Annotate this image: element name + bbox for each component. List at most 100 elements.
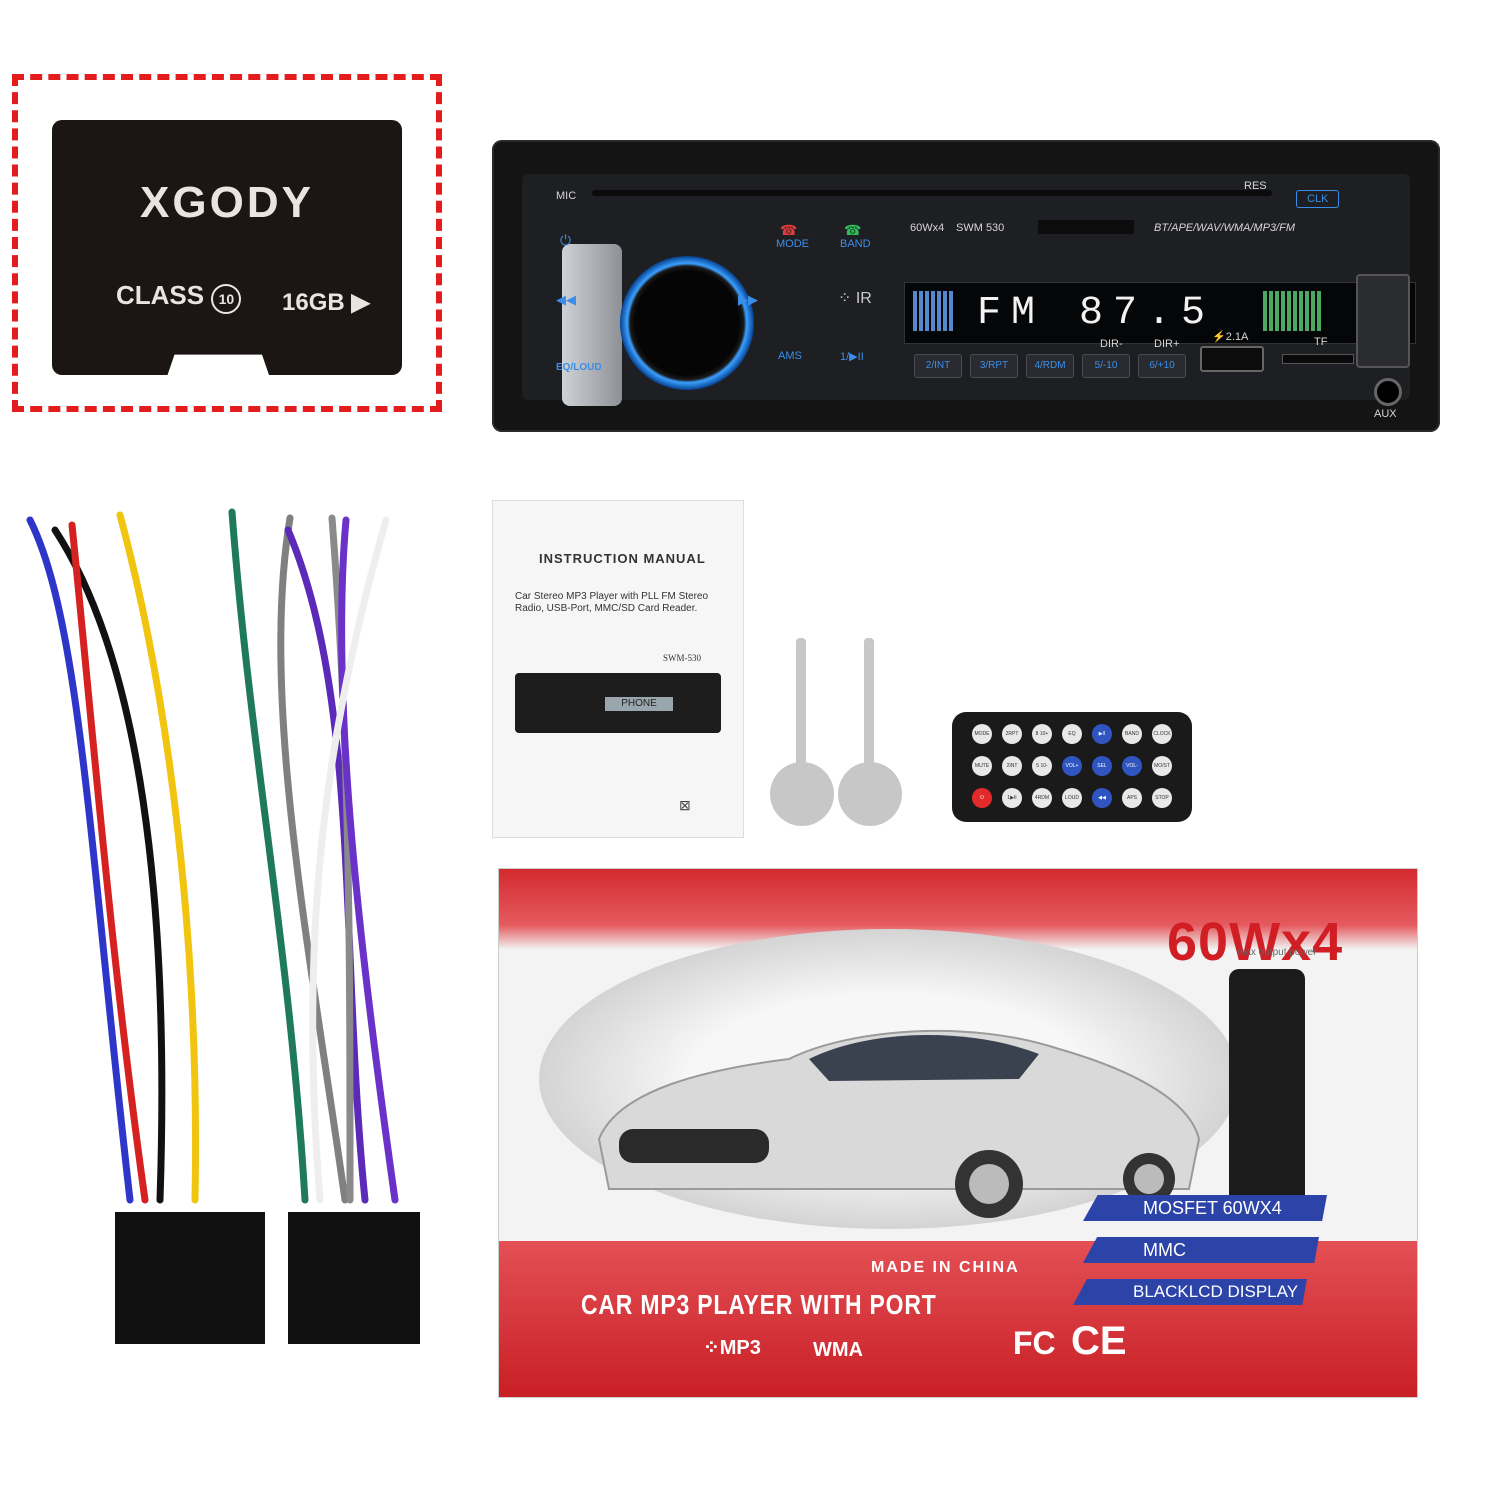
remote-key-4rdm[interactable]: 4RDM bbox=[1032, 788, 1052, 808]
remote-control: MODE 2RPT 8 10+ EQ ▶II BAND CLOCK MUTE 2… bbox=[952, 712, 1192, 822]
wiring-harness bbox=[26, 508, 420, 1344]
lightning-icon: ⚡ bbox=[1212, 331, 1226, 343]
power-rating-label: 60Wx4 bbox=[910, 222, 945, 234]
dir-minus-label: DIR- bbox=[1100, 338, 1123, 350]
white-wire bbox=[309, 516, 390, 1204]
remote-power-icon[interactable]: ⏻ bbox=[972, 788, 992, 808]
box-bottom-band bbox=[499, 1241, 1417, 1397]
spectrum-right-icon bbox=[1263, 291, 1323, 331]
usb-port[interactable] bbox=[1356, 274, 1410, 368]
previous-track-icon[interactable]: ◀◀ bbox=[556, 292, 576, 307]
remote-key-5[interactable]: 5 10- bbox=[1032, 756, 1052, 776]
right-connector bbox=[288, 1212, 420, 1344]
manual-screen-text: PHONE bbox=[605, 697, 673, 711]
play-pause-button[interactable]: 1/▶II bbox=[840, 351, 864, 363]
usb-charge-port[interactable] bbox=[1200, 346, 1264, 372]
clk-button[interactable]: CLK bbox=[1296, 190, 1340, 208]
box-power-rating: 60Wx4 bbox=[1167, 912, 1344, 972]
model-label: SWM 530 bbox=[956, 222, 1005, 234]
feature-stripe-display: BLACKLCD DISPLAY bbox=[1073, 1279, 1307, 1305]
tf-label: TF bbox=[1314, 336, 1328, 348]
sd-class-text: CLASS bbox=[116, 280, 205, 310]
mic-label: MIC bbox=[556, 190, 577, 202]
manual-model: SWM-530 bbox=[663, 653, 701, 663]
retail-box: 60Wx4 max output power MOSFET 60WX4 MMC … bbox=[498, 868, 1418, 1398]
formats-label: BT/APE/WAV/WMA/MP3/FM bbox=[1154, 222, 1295, 234]
remote-key-aps[interactable]: APS bbox=[1122, 788, 1142, 808]
mode-button[interactable]: MODE bbox=[776, 238, 809, 250]
manual-title: INSTRUCTION MANUAL bbox=[539, 551, 706, 566]
remote-key-band[interactable]: BAND bbox=[1122, 724, 1142, 744]
sd-brand-label: XGODY bbox=[140, 178, 314, 227]
sd-capacity-label: 16GB ▶ bbox=[282, 288, 370, 317]
play-arrow-icon: ▶ bbox=[351, 289, 370, 316]
ce-mark: CE bbox=[1071, 1319, 1127, 1363]
answer-call-icon[interactable]: ☎ bbox=[844, 222, 862, 238]
remote-key-1[interactable]: 1▶II bbox=[1002, 788, 1022, 808]
removal-keys bbox=[770, 638, 902, 826]
remote-key-vol-down[interactable]: VOL- bbox=[1122, 756, 1142, 776]
remote-key-clock[interactable]: CLOCK bbox=[1152, 724, 1172, 744]
frequency-display: FM 87.5 bbox=[977, 291, 1216, 336]
mp3-dots-icon: ⁘ bbox=[703, 1337, 720, 1359]
remote-key-vol-up[interactable]: VOL+ bbox=[1062, 756, 1082, 776]
remote-key-sel[interactable]: SEL bbox=[1092, 756, 1112, 776]
manual-description: Car Stereo MP3 Player with PLL FM Stereo… bbox=[515, 591, 709, 614]
sd-class-label: CLASS 10 bbox=[116, 280, 242, 314]
dir-plus-label: DIR+ bbox=[1154, 338, 1180, 350]
aux-jack[interactable] bbox=[1374, 378, 1402, 406]
lcd-display: FM 87.5 bbox=[904, 282, 1416, 344]
purple-wire-2 bbox=[338, 516, 399, 1204]
power-icon[interactable]: ⏻ bbox=[560, 232, 572, 248]
feature-stripe-mmc: MMC bbox=[1083, 1237, 1319, 1263]
gray-wire bbox=[277, 514, 349, 1204]
remote-key-2rpt[interactable]: 2RPT bbox=[1002, 724, 1022, 744]
remote-key-prev[interactable]: ◀◀ bbox=[1092, 788, 1112, 808]
manual-stereo-image: PHONE bbox=[515, 673, 721, 733]
res-label: RES bbox=[1244, 180, 1267, 192]
charge-value: 2.1A bbox=[1225, 331, 1249, 343]
remote-key-mode[interactable]: MODE bbox=[972, 724, 992, 744]
box-slogan: CAR MP3 PLAYER WITH PORT bbox=[581, 1289, 937, 1320]
mp3-logo: ⁘MP3 bbox=[703, 1335, 761, 1360]
hang-up-icon[interactable]: ☎ bbox=[780, 222, 798, 238]
wma-label: WMA bbox=[813, 1339, 863, 1361]
recycle-bin-icon: ⊠ bbox=[679, 797, 691, 813]
preset-2-button[interactable]: 2/INT bbox=[914, 354, 962, 378]
remote-key-eq[interactable]: EQ bbox=[1062, 724, 1082, 744]
left-control-panel bbox=[562, 244, 622, 406]
yellow-wire bbox=[116, 511, 200, 1204]
fcc-mark: FC bbox=[1013, 1325, 1056, 1361]
eq-loud-button[interactable]: EQ/LOUD bbox=[556, 362, 602, 373]
remote-key-most[interactable]: MO/ST bbox=[1152, 756, 1172, 776]
removal-key-left-handle bbox=[770, 762, 834, 826]
remote-key-stop[interactable]: STOP bbox=[1152, 788, 1172, 808]
sd-capacity-text: 16GB bbox=[282, 289, 345, 316]
sd-card: XGODY CLASS 10 16GB ▶ bbox=[52, 120, 402, 375]
remote-key-mute[interactable]: MUTE bbox=[972, 756, 992, 776]
removal-key-right bbox=[864, 638, 874, 788]
car-image bbox=[597, 1029, 1201, 1218]
next-track-icon[interactable]: ▶▶ bbox=[738, 292, 758, 307]
remote-key-2int[interactable]: 2INT bbox=[1002, 756, 1022, 776]
feature-stripe-mosfet: MOSFET 60WX4 bbox=[1083, 1195, 1327, 1221]
remote-key-8[interactable]: 8 10+ bbox=[1032, 724, 1052, 744]
band-button[interactable]: BAND bbox=[840, 238, 871, 250]
preset-6-button[interactable]: 6/+10 bbox=[1138, 354, 1186, 378]
preset-3-button[interactable]: 3/RPT bbox=[970, 354, 1018, 378]
sd-card-frame bbox=[12, 74, 442, 412]
sd-class-number: 10 bbox=[211, 284, 242, 314]
made-in-label: MADE IN CHINA bbox=[871, 1259, 1020, 1276]
tf-card-slot[interactable] bbox=[1282, 354, 1354, 364]
bluetooth-indicator bbox=[1038, 220, 1134, 234]
preset-4-button[interactable]: 4/RDM bbox=[1026, 354, 1074, 378]
removal-key-right-handle bbox=[838, 762, 902, 826]
ams-button[interactable]: AMS bbox=[778, 350, 802, 362]
remote-key-play[interactable]: ▶II bbox=[1092, 724, 1112, 744]
removal-key-left bbox=[796, 638, 806, 788]
spectrum-left-icon bbox=[913, 291, 953, 331]
volume-knob[interactable] bbox=[620, 256, 754, 390]
stereo-faceplate: MIC RES CLK ⏻ ◀◀ ▶▶ EQ/LOUD ☎ MODE ☎ BAN… bbox=[522, 174, 1416, 420]
preset-5-button[interactable]: 5/-10 bbox=[1082, 354, 1130, 378]
remote-key-loud[interactable]: LOUD bbox=[1062, 788, 1082, 808]
